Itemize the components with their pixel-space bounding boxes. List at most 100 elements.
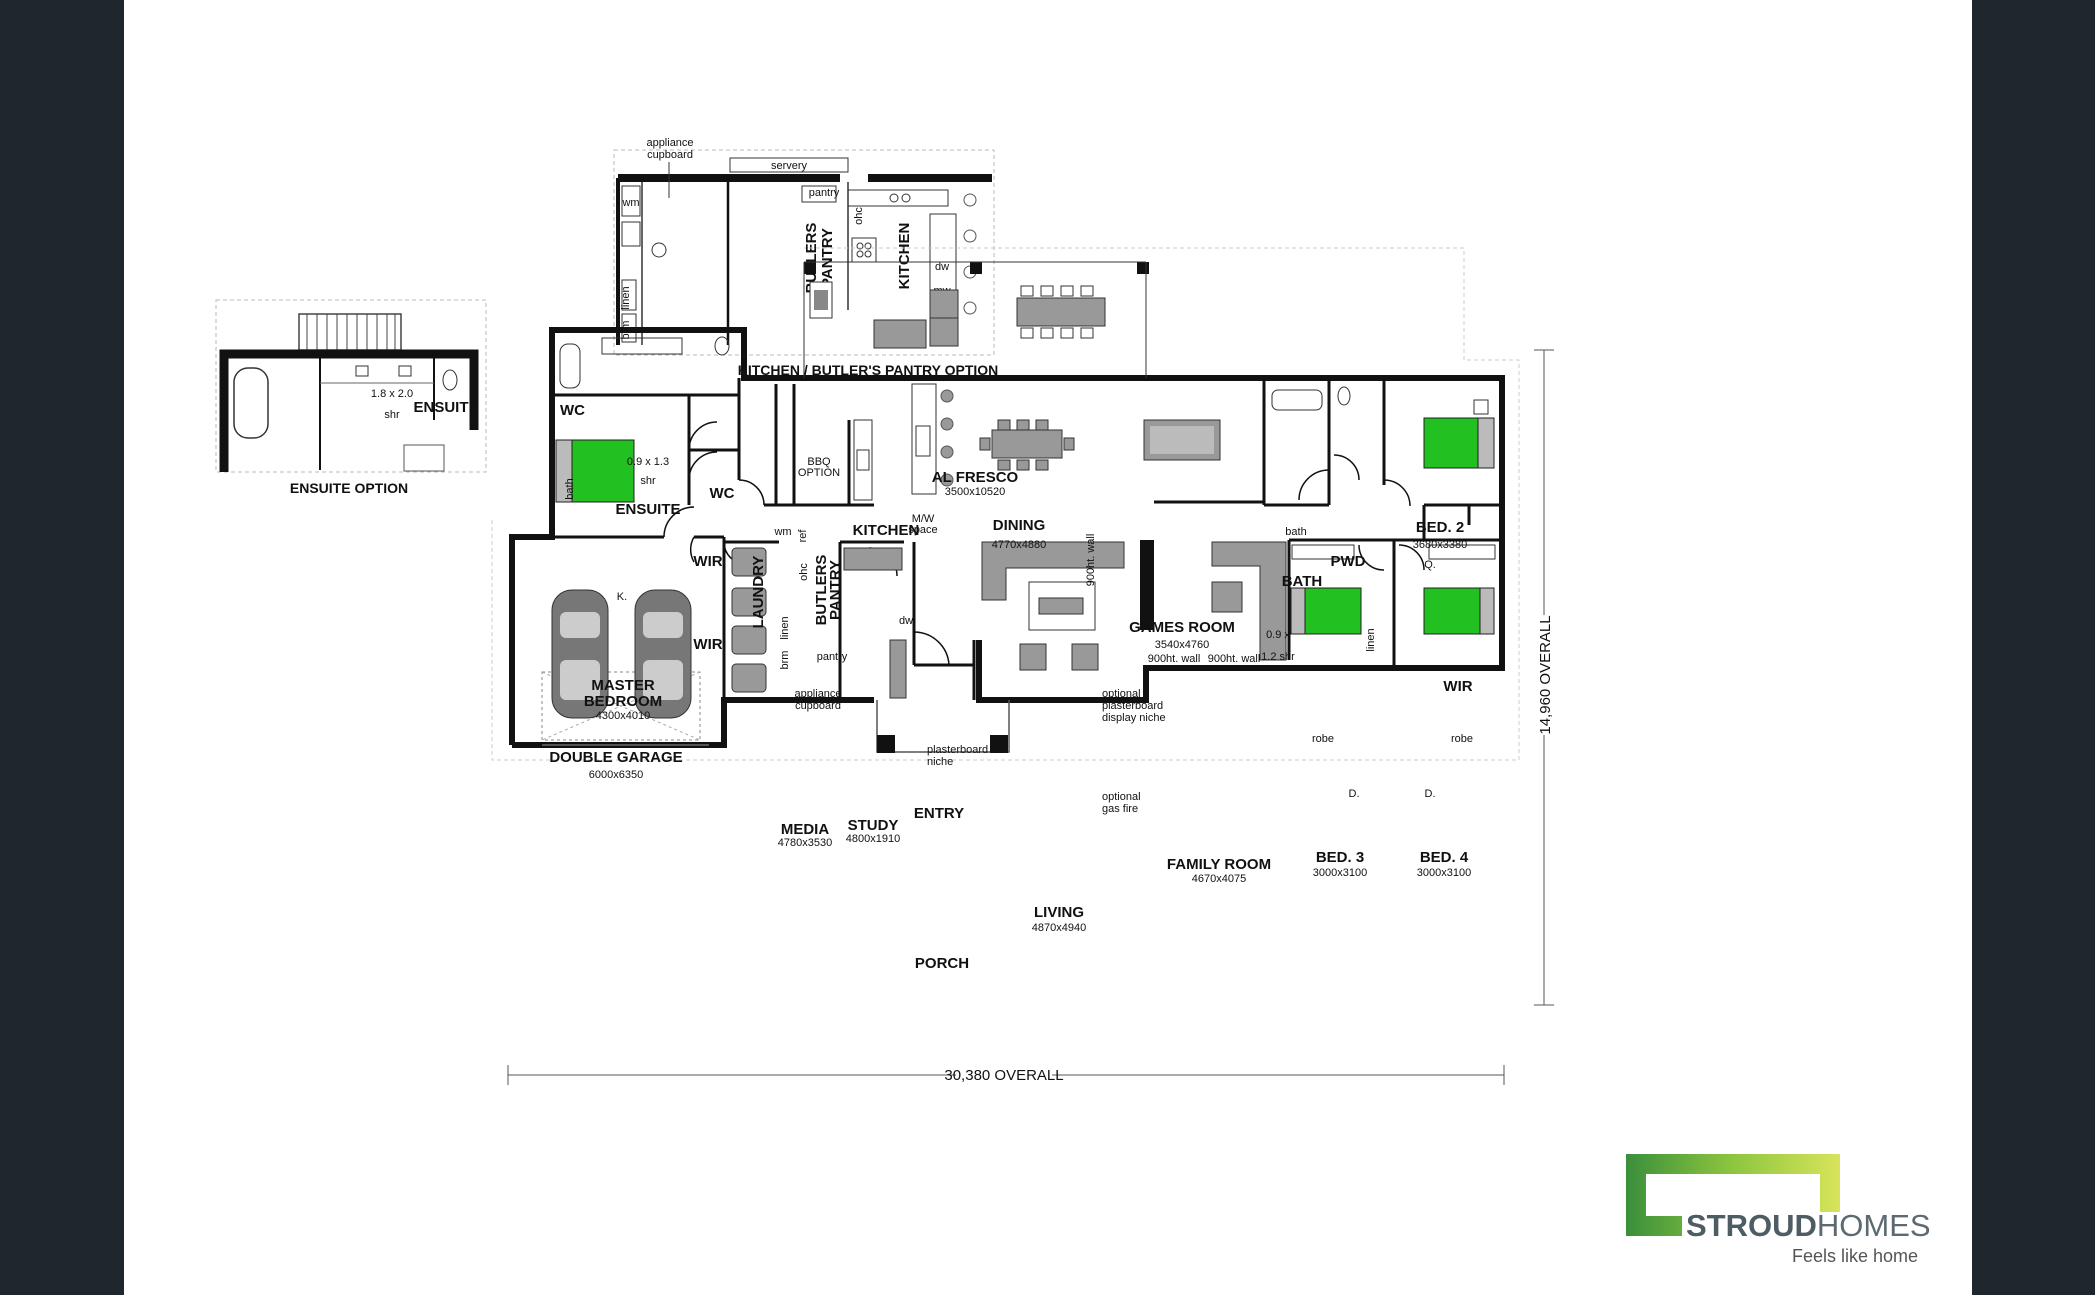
bed3-size: 3000x3100 — [1313, 867, 1367, 879]
pwd-name: PWD — [1331, 553, 1366, 570]
family-size: 4670x4075 — [1192, 873, 1246, 885]
master-wir-bottom: WIR — [693, 636, 722, 653]
stroud-homes-logo: STROUDHOMES Feels like home — [1626, 1152, 1946, 1272]
kitchen-name: KITCHEN — [853, 522, 920, 539]
brand-name-bold: STROUD — [1686, 1208, 1817, 1243]
fire-line1: optional — [1102, 791, 1141, 803]
master-line2: BEDROOM — [584, 693, 662, 710]
master-line1: MASTER — [591, 677, 655, 694]
bath-bath: bath — [1285, 526, 1306, 538]
kitchen-mw-line2: space — [908, 524, 937, 536]
overall-width: 30,380 OVERALL — [944, 1067, 1063, 1084]
ensuite-option-title: ENSUITE OPTION — [290, 480, 408, 496]
garage-size: 6000x6350 — [589, 769, 643, 781]
porch-name: PORCH — [915, 955, 969, 972]
plasterboard-line2: niche — [927, 756, 953, 768]
inset-wc-label: WC — [560, 402, 585, 419]
study-size: 4800x1910 — [846, 833, 900, 845]
bed3-robe: robe — [1312, 733, 1334, 745]
ensuite-name: ENSUITE — [615, 501, 680, 518]
laundry-wm: wm — [773, 526, 791, 538]
living-name: LIVING — [1034, 904, 1084, 921]
inset-ohc-label: ohc — [853, 207, 865, 225]
floor-plan-sheet: 1.8 x 2.0 shr ENSUITE WC ENSUITE OPTION … — [124, 0, 1972, 1295]
bed2-bed-label: Q. — [1424, 559, 1436, 571]
inset-appliance-line1: appliance — [646, 137, 693, 149]
dining-wall-note: 900ht. wall — [1085, 534, 1097, 587]
study-name: STUDY — [848, 817, 899, 834]
games-size: 3540x4760 — [1155, 639, 1209, 651]
ensuite-bath: bath — [564, 478, 576, 499]
media-size: 4780x3530 — [778, 837, 832, 849]
inset-shr-label: shr — [384, 409, 400, 421]
butlers-pantry: pantry — [817, 651, 848, 663]
appliance-line2: cupboard — [795, 700, 841, 712]
brand-tagline: Feels like home — [1792, 1246, 1919, 1266]
ensuite-wc: WC — [710, 485, 735, 502]
bed2-name: BED. 2 — [1416, 519, 1464, 536]
bath-name: BATH — [1282, 573, 1323, 590]
logo-mark — [1626, 1154, 1840, 1236]
pwd-linen: linen — [1365, 628, 1377, 651]
bath-shower-line1: 0.9 x — [1266, 629, 1290, 641]
inset-linen-label: linen — [620, 286, 632, 309]
kitchen-dw: dw — [899, 615, 913, 627]
inset-shower-size: 1.8 x 2.0 — [371, 388, 413, 400]
games-name: GAMES ROOM — [1129, 619, 1235, 636]
bed4-size: 3000x3100 — [1417, 867, 1471, 879]
niche-line3: display niche — [1102, 712, 1166, 724]
bbq-line2: OPTION — [798, 467, 840, 479]
entry-name: ENTRY — [914, 805, 964, 822]
inset-wm-label: wm — [621, 197, 639, 209]
bed4-robe: robe — [1451, 733, 1473, 745]
master-wir-top: WIR — [693, 553, 722, 570]
al-fresco-size: 3500x10520 — [945, 486, 1006, 498]
al-fresco-name: AL FRESCO — [932, 469, 1019, 486]
inset-servery-label: servery — [771, 160, 808, 172]
bbq-line1: BBQ — [807, 456, 831, 468]
kitchen-option-title: KITCHEN / BUTLER'S PANTRY OPTION — [738, 362, 999, 378]
niche-line1: optional — [1102, 688, 1141, 700]
master-size: 4300x4010 — [596, 710, 650, 722]
garage-name: DOUBLE GARAGE — [549, 749, 682, 766]
butlers-ohc: ohc — [798, 563, 810, 581]
room-labels: AL FRESCO 3500x10520 BBQ OPTION ENSUITE … — [549, 456, 1473, 972]
plasterboard-line1: plasterboard — [927, 744, 988, 756]
bed3-name: BED. 3 — [1316, 849, 1364, 866]
games-wall-right: 900ht. wall — [1208, 653, 1261, 665]
dining-name: DINING — [993, 517, 1046, 534]
inset-appliance-line2: cupboard — [647, 149, 693, 161]
furniture — [551, 281, 1496, 719]
laundry-linen: linen — [779, 616, 791, 639]
overall-dimensions: 30,380 OVERALL 14,960 OVERALL — [507, 349, 1554, 1085]
ensuite-shower-size: 0.9 x 1.3 — [627, 456, 669, 468]
games-wall-left: 900ht. wall — [1148, 653, 1201, 665]
niche-line2: plasterboard — [1102, 700, 1163, 712]
butlers-line2: PANTRY — [827, 560, 844, 620]
bed4-name: BED. 4 — [1420, 849, 1469, 866]
inset-butlers-line2: PANTRY — [819, 228, 836, 288]
fire-line2: gas fire — [1102, 803, 1138, 815]
family-name: FAMILY ROOM — [1167, 856, 1271, 873]
kitchen-mw-line1: M/W — [912, 513, 935, 525]
media-name: MEDIA — [781, 821, 830, 838]
kitchen-option-inset: servery appliance cupboard wm linen brm … — [613, 137, 999, 378]
bed4-bed-label: D. — [1425, 788, 1436, 800]
appliance-line1: appliance — [794, 688, 841, 700]
master-bed-label: K. — [617, 591, 627, 603]
brand-name: STROUDHOMES — [1686, 1208, 1931, 1244]
brand-name-light: HOMES — [1816, 1208, 1931, 1243]
bed3-bed-label: D. — [1349, 788, 1360, 800]
floor-plan: 1.8 x 2.0 shr ENSUITE WC ENSUITE OPTION … — [215, 137, 1554, 1085]
bath-shower-line2: 1.2 shr — [1261, 651, 1295, 663]
dining-size: 4770x4880 — [992, 539, 1046, 551]
inset-ensuite-label: ENSUITE — [413, 399, 478, 416]
ensuite-shr: shr — [640, 475, 656, 487]
overall-depth: 14,960 OVERALL — [1537, 615, 1554, 734]
laundry-name: LAUNDRY — [750, 556, 767, 629]
inset-dw-label: dw — [935, 261, 949, 273]
ensuite-option-inset: 1.8 x 2.0 shr ENSUITE WC ENSUITE OPTION — [215, 299, 585, 496]
living-size: 4870x4940 — [1032, 922, 1086, 934]
bed2-size: 3680x3380 — [1413, 539, 1467, 551]
bed2-wir: WIR — [1443, 678, 1472, 695]
